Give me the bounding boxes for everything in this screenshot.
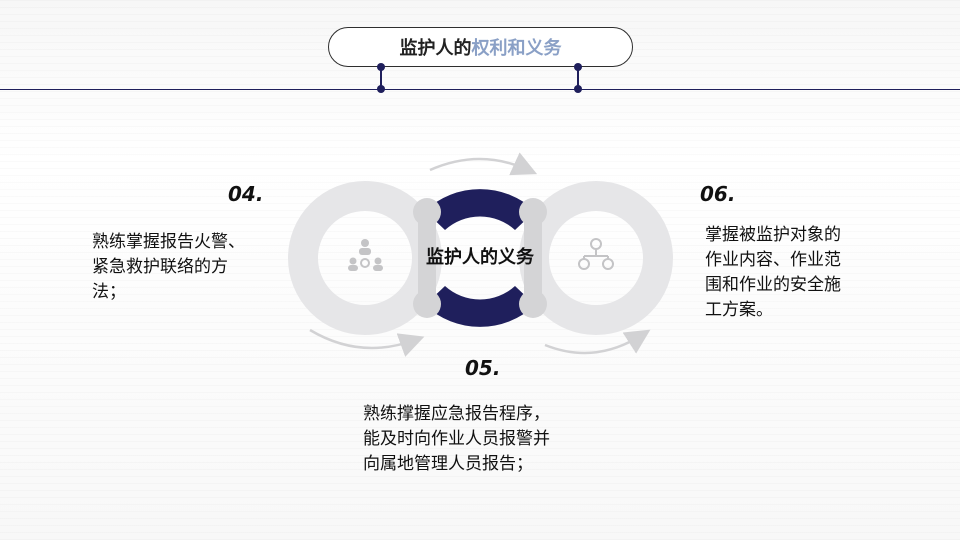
page-title-main: 监护人的	[399, 38, 472, 59]
arrow-bottom-right	[544, 329, 651, 355]
item-number-05: 05.	[465, 356, 501, 380]
title-connector-left	[380, 66, 382, 90]
item-text-06: 掌握被监护对象的 作业内容、作业范 围和作业的安全施 工方案。	[705, 225, 841, 320]
arrow-top	[429, 152, 538, 176]
item-text-04: 熟练掌握报告火警、 紧急救护联络的方 法；	[92, 232, 245, 302]
item-number-04: 04.	[228, 182, 264, 206]
org-network-icon	[578, 238, 614, 270]
ring-joint-band	[418, 212, 436, 304]
connector-dot	[377, 63, 385, 71]
title-connector-right	[577, 66, 579, 90]
arrow-bottom-left	[309, 328, 425, 357]
page-title-accent: 权利和义务	[471, 38, 562, 59]
center-label: 监护人的义务	[426, 247, 534, 268]
item-number-06: 06.	[700, 182, 736, 206]
ring-joint-band	[524, 212, 542, 304]
page-title: 监护人的权利和义务	[328, 27, 633, 67]
item-text-05: 熟练撑握应急报告程序， 能及时向作业人员报警并 向属地管理人员报告；	[363, 404, 550, 474]
connector-dot	[574, 63, 582, 71]
center-ring-top-arc	[425, 189, 535, 230]
center-ring-bottom-arc	[425, 286, 535, 327]
team-gear-icon	[348, 239, 383, 271]
header-divider	[0, 89, 960, 90]
